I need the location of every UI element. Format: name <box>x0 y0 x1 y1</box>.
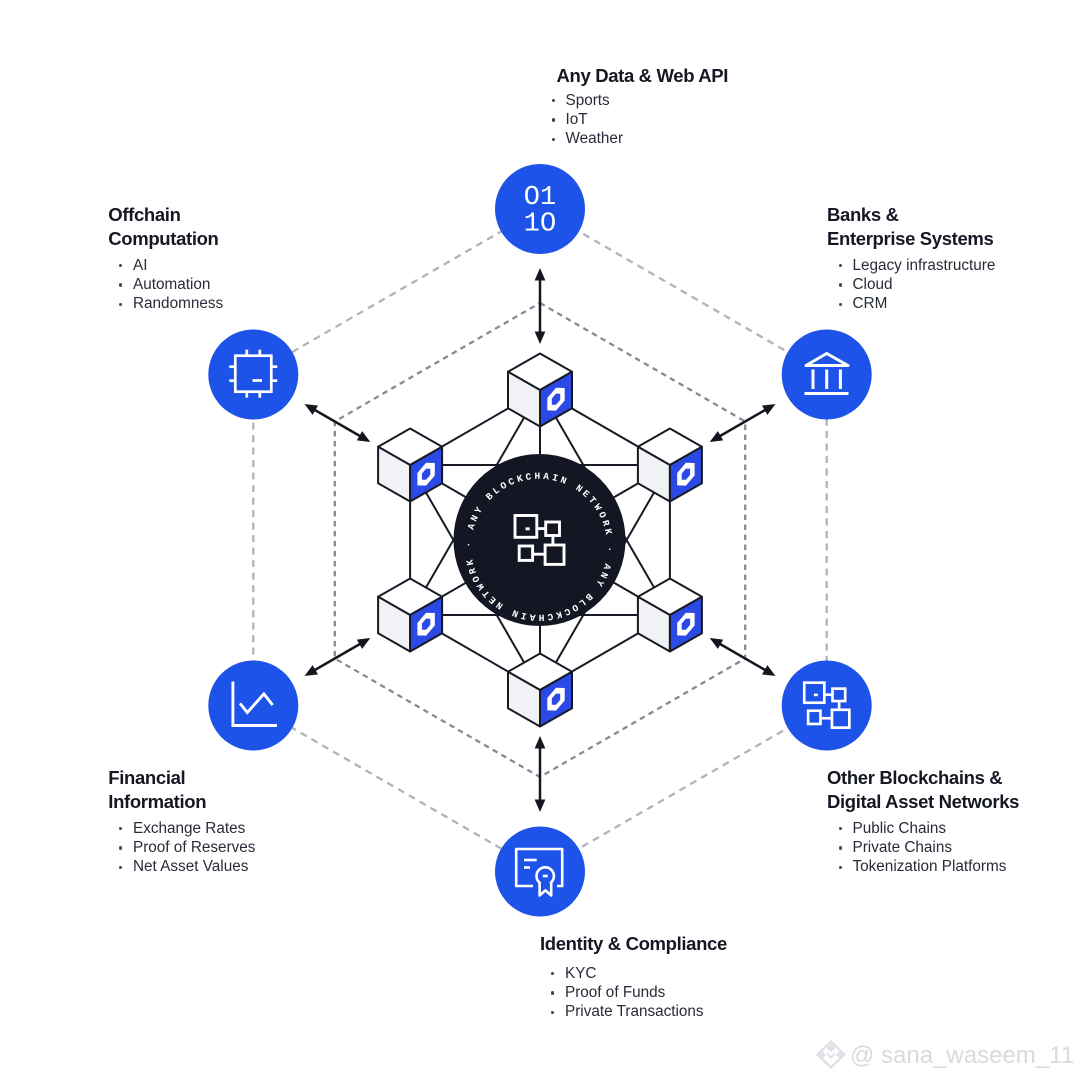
svg-text:O1: O1 <box>524 183 556 213</box>
svg-text:1O: 1O <box>524 210 556 240</box>
